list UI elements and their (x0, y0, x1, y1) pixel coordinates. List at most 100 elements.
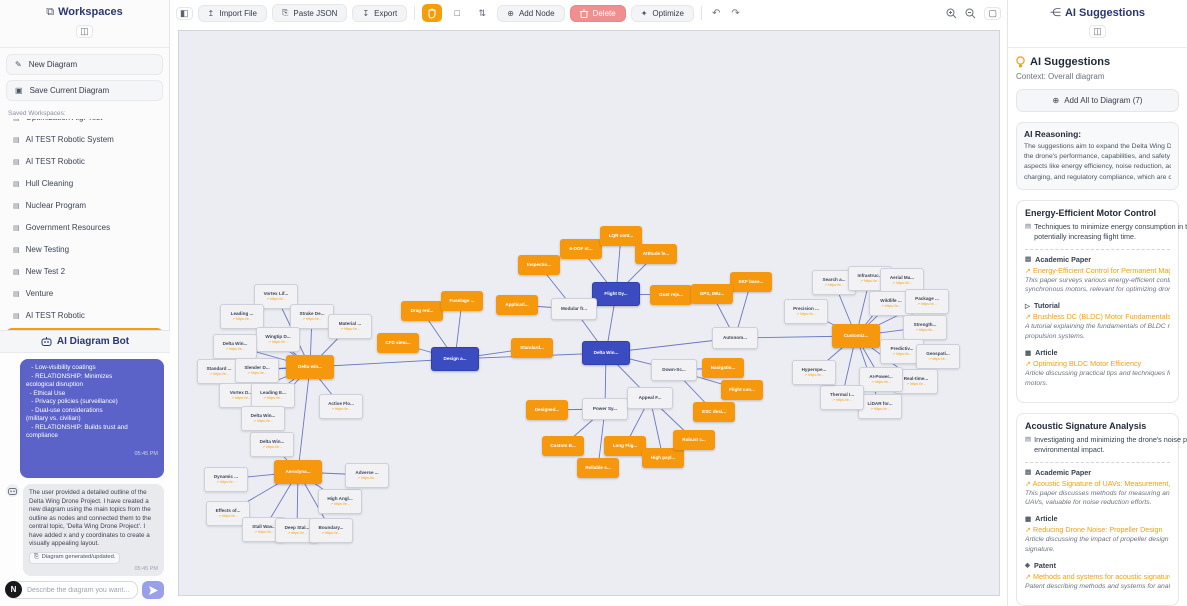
diagram-node-des[interactable]: Designed... (526, 400, 568, 420)
diagram-node-lead[interactable]: Leading ...↗ https://e... (220, 303, 264, 329)
diagram-node-ther[interactable]: Thermal I...↗ https://e... (820, 384, 864, 410)
diagram-node-dw2[interactable]: Delta Win...↗ https://e... (241, 405, 285, 431)
add-node-button[interactable]: ⊕ Add Node (497, 4, 565, 22)
diagram-node-mod[interactable]: Modular fr... (551, 298, 597, 320)
workspace-item[interactable]: ▤New Testing (6, 240, 163, 259)
undo-button[interactable]: ↶ (711, 7, 721, 19)
resource-entry: ▤Academic Paper↗ Acoustic Signature of U… (1025, 467, 1170, 507)
workspace-item[interactable]: ▤AI TEST Robotic (6, 152, 163, 171)
diagram-node-lfl[interactable]: Long Flig... (604, 436, 646, 456)
new-diagram-button[interactable]: ✎ New Diagram (6, 54, 163, 75)
diagram-node-dw3[interactable]: Delta Win...↗ https://e... (250, 431, 294, 457)
diagram-node-dsg[interactable]: Design a... (431, 347, 479, 371)
export-button[interactable]: ↧ Export (352, 4, 408, 22)
diagram-node-rel[interactable]: Reliable s... (577, 458, 619, 478)
diagram-node-lqr[interactable]: LQR cont... (600, 226, 642, 246)
diagram-node-hang[interactable]: High Angl...↗ https://e... (318, 488, 362, 514)
resource-link[interactable]: ↗ Optimizing BLDC Motor Efficiency (1025, 359, 1142, 368)
send-button[interactable] (142, 581, 164, 599)
diagram-node-fcon[interactable]: Flight con... (721, 380, 763, 400)
workspace-item[interactable]: ▤Optimization Alg. Test (6, 119, 163, 127)
collapse-left-panel-button[interactable]: ◧ (176, 6, 193, 20)
pan-tool-button[interactable] (422, 4, 443, 22)
diagram-node-insp[interactable]: Inspectio... (518, 255, 560, 275)
diagram-node-std[interactable]: Standard... (511, 338, 553, 358)
diagram-node-slen[interactable]: Slender D...↗ https://e... (235, 357, 279, 383)
resource-link[interactable]: ↗ Brushless DC (BLDC) Motor Fundamentals (1025, 312, 1170, 322)
collapse-right-panel-button[interactable]: ◫ (1089, 25, 1106, 38)
resource-link[interactable]: ↗ Reducing Drone Noise: Propeller Design (1025, 525, 1163, 535)
diagram-node-adv[interactable]: Adverse ...↗ https://e... (345, 462, 389, 488)
paste-json-button[interactable]: ⎘ Paste JSON (272, 4, 348, 22)
diagram-node-esc[interactable]: ESC desi... (693, 402, 735, 422)
zoom-in-icon[interactable] (946, 8, 957, 19)
diagram-canvas[interactable]: Delta Win... Design a... Flight Dy... Delta… (178, 30, 1000, 596)
diagram-node-hyp[interactable]: Hyperspe...↗ https://e... (792, 359, 836, 385)
redo-button[interactable]: ↷ (731, 7, 740, 19)
notification-avatar[interactable]: N (5, 581, 22, 598)
diagram-node-hpl[interactable]: High payl... (642, 448, 684, 468)
diagram-node-gps[interactable]: GPS, IMU... (691, 284, 733, 304)
optimize-button[interactable]: ✦ Optimize (630, 4, 694, 22)
diagram-node-nav[interactable]: Navigatio... (702, 358, 744, 378)
diagram-node-ae[interactable]: Aerodyna... (274, 460, 322, 484)
diagram-node-aip[interactable]: AI-Power...↗ https://e... (859, 366, 903, 392)
workspace-item[interactable]: ▤New Test 2 (6, 262, 163, 281)
diagram-node-cusb[interactable]: Custom B... (542, 436, 584, 456)
workspace-item[interactable]: ▤Nuclear Program (6, 196, 163, 215)
diagram-node-dsc[interactable]: Down-Sc... (651, 359, 697, 381)
diagram-node-cfd[interactable]: CFD simu... (377, 333, 419, 353)
diagram-node-apl[interactable]: Appeal F... (627, 387, 673, 409)
layout-tool-button[interactable]: ⇅ (472, 4, 493, 22)
diagram-node-app[interactable]: Applicati... (496, 295, 538, 315)
diagram-node-prec[interactable]: Precision ...↗ https://e... (784, 298, 828, 324)
diagram-node-drag[interactable]: Drag red... (401, 301, 443, 321)
diagram-node-le[interactable]: Leading E...↗ https://e... (251, 382, 295, 408)
diagram-node-aflo[interactable]: Active Flo...↗ https://e... (319, 393, 363, 419)
import-file-button[interactable]: ↥ Import File (197, 4, 268, 22)
diagram-node-aer[interactable]: Aerial Ma...↗ https://e... (880, 267, 924, 293)
diagram-node-aut[interactable]: Autonom... (712, 327, 758, 349)
diagram-node-stdd[interactable]: Standard ...↗ https://e... (197, 358, 241, 384)
delete-button[interactable]: Delete (569, 4, 626, 22)
resource-link[interactable]: ↗ Acoustic Signature of UAVs: Measuremen… (1025, 478, 1170, 488)
diagram-node-geo[interactable]: Geospati...↗ https://e... (916, 343, 960, 369)
workspace-item[interactable]: ▤Hull Cleaning (6, 174, 163, 193)
diagram-node-pkg[interactable]: Package ...↗ https://e... (905, 288, 949, 314)
resource-link[interactable]: ↗ Energy-Efficient Control for Permanent… (1025, 265, 1170, 275)
add-all-button[interactable]: ⊕ Add All to Diagram (7) (1016, 89, 1179, 112)
diagram-node-c[interactable]: Delta Win... (582, 341, 630, 365)
zoom-out-icon[interactable] (965, 8, 976, 19)
diagram-node-fd[interactable]: Flight Dy... (592, 282, 640, 306)
select-tool-button[interactable]: □ (447, 4, 468, 22)
diagram-node-dw1[interactable]: Delta Win...↗ https://e... (213, 333, 257, 359)
diagram-node-gust[interactable]: Gust reje... (650, 285, 692, 305)
resource-link[interactable]: ↗ Methods and systems for acoustic signa… (1025, 571, 1170, 581)
diagram-node-rob[interactable]: Robust c... (673, 430, 715, 450)
diagram-node-dyn[interactable]: Dynamic ...↗ https://e... (204, 466, 248, 492)
diagram-node-lh[interactable]: Delta win... (286, 355, 334, 379)
diagram-node-bound[interactable]: Boundary...↗ https://e... (309, 517, 353, 543)
node-link: ↗ https://e... (870, 407, 890, 412)
diagram-node-strk[interactable]: Strake De...↗ https://e... (290, 303, 334, 329)
diagram-node-pwr[interactable]: Power Sy... (582, 398, 628, 420)
workspace-item[interactable]: ▤Government Resources (6, 218, 163, 237)
diagram-node-fus[interactable]: Fuselage ... (441, 291, 483, 311)
diagram-node-att[interactable]: Attitude fe... (635, 244, 677, 264)
chat-history[interactable]: - Low-visibility coatings - RELATIONSHIP… (0, 353, 170, 576)
diagram-node-str[interactable]: Strength...↗ https://e... (903, 314, 947, 340)
chat-input[interactable] (6, 581, 138, 599)
workspace-item[interactable]: ▤Venture (6, 284, 163, 303)
diagram-node-wing[interactable]: Wingtip D...↗ https://e... (256, 326, 300, 352)
workspace-item[interactable]: ▤AI TEST Robotic System (6, 130, 163, 149)
diagram-node-mat[interactable]: Material ...↗ https://e... (328, 313, 372, 339)
diagram-node-cz[interactable]: Customiz... (832, 324, 880, 348)
diagram-node-ekf[interactable]: EKF base... (730, 272, 772, 292)
diagram-node-lidar[interactable]: LiDAR for...↗ https://e... (858, 393, 902, 419)
fit-view-button[interactable]: ▢ (984, 6, 1001, 20)
node-link: ↗ https://e... (218, 514, 238, 519)
save-diagram-button[interactable]: ▣ Save Current Diagram (6, 80, 163, 101)
diagram-node-dof[interactable]: 6-DOF st... (560, 239, 602, 259)
collapse-sidebar-button[interactable]: ◫ (76, 25, 93, 38)
workspace-item[interactable]: ▤AI TEST Robotic (6, 306, 163, 325)
